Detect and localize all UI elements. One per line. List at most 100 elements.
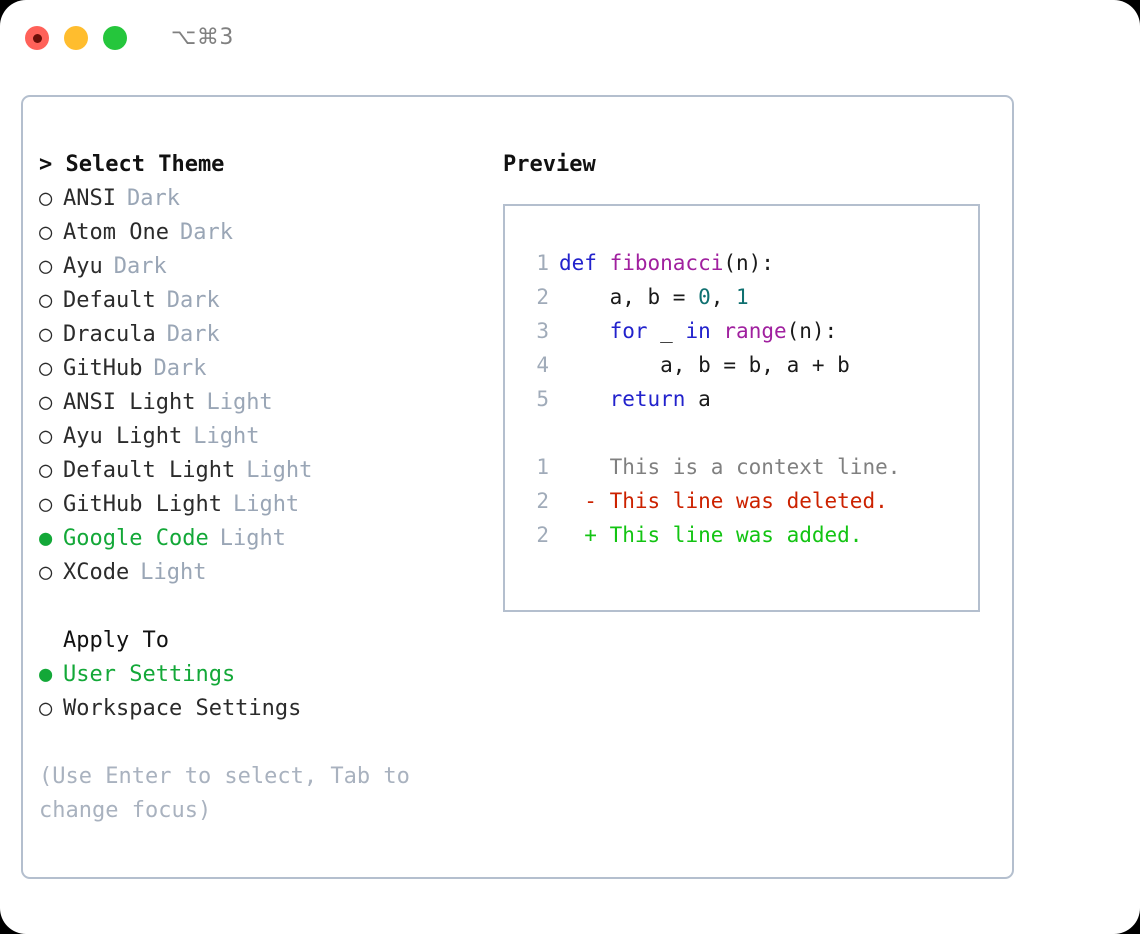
theme-option-label: Google Code bbox=[63, 526, 209, 551]
code-token-kw: for bbox=[609, 319, 648, 343]
diff-text: This line was added. bbox=[596, 523, 863, 547]
code-token-fn: fibonacci bbox=[609, 251, 724, 275]
keyboard-shortcut-label: ⌥⌘3 bbox=[171, 25, 234, 50]
apply-to-option-label: Workspace Settings bbox=[63, 696, 302, 721]
code-token-num: 1 bbox=[736, 285, 749, 309]
title-bar: ⌥⌘3 bbox=[0, 0, 1140, 76]
code-token-plain: a, b = b, a + b bbox=[559, 353, 850, 377]
theme-option-label: ANSI Light bbox=[63, 390, 196, 415]
theme-option-dracula[interactable]: ○ Dracula Dark bbox=[39, 318, 499, 352]
recording-indicator-icon bbox=[32, 33, 42, 43]
preview-heading: Preview bbox=[503, 152, 596, 177]
radio-unselected-icon: ○ bbox=[39, 356, 53, 381]
theme-option-ayu[interactable]: ○ Ayu Dark bbox=[39, 250, 499, 284]
diff-marker: + bbox=[559, 523, 597, 547]
radio-unselected-icon: ○ bbox=[39, 492, 53, 517]
theme-option-label: XCode bbox=[63, 560, 130, 585]
theme-option-label: GitHub Light bbox=[63, 492, 222, 517]
line-number: 4 bbox=[536, 353, 549, 377]
theme-variant-tag: Dark bbox=[166, 288, 220, 313]
theme-option-atom-one[interactable]: ○ Atom One Dark bbox=[39, 216, 499, 250]
line-number: 1 bbox=[536, 455, 549, 479]
close-button[interactable] bbox=[25, 26, 49, 50]
radio-selected-icon: ● bbox=[39, 526, 53, 551]
radio-unselected-icon: ○ bbox=[39, 458, 53, 483]
theme-option-google-code[interactable]: ● Google Code Light bbox=[39, 522, 499, 556]
radio-unselected-icon: ○ bbox=[39, 696, 53, 721]
radio-unselected-icon: ○ bbox=[39, 186, 53, 211]
line-number: 1 bbox=[536, 251, 549, 275]
radio-unselected-icon: ○ bbox=[39, 254, 53, 279]
line-number: 2 bbox=[536, 285, 549, 309]
code-line: 1 def fibonacci(n): bbox=[521, 246, 978, 280]
diff-text: This is a context line. bbox=[596, 455, 901, 479]
radio-unselected-icon: ○ bbox=[39, 288, 53, 313]
line-number: 3 bbox=[536, 319, 549, 343]
code-diff-gap bbox=[521, 416, 978, 450]
apply-to-option-user-settings[interactable]: ●User Settings bbox=[39, 658, 499, 692]
radio-unselected-icon: ○ bbox=[39, 322, 53, 347]
minimize-button[interactable] bbox=[64, 26, 88, 50]
line-number: 5 bbox=[536, 387, 549, 411]
diff-line-del: 2 - This line was deleted. bbox=[521, 484, 978, 518]
theme-option-github-light[interactable]: ○ GitHub Light Light bbox=[39, 488, 499, 522]
theme-option-label: Default Light bbox=[63, 458, 236, 483]
window-controls bbox=[25, 26, 127, 50]
code-token-fn: range bbox=[723, 319, 787, 343]
theme-variant-tag: Light bbox=[140, 560, 207, 585]
maximize-button[interactable] bbox=[103, 26, 127, 50]
code-line: 4 a, b = b, a + b bbox=[521, 348, 978, 382]
theme-variant-tag: Dark bbox=[126, 186, 180, 211]
theme-variant-tag: Dark bbox=[113, 254, 167, 279]
theme-variant-tag: Dark bbox=[179, 220, 233, 245]
radio-unselected-icon: ○ bbox=[39, 560, 53, 585]
apply-to-option-workspace-settings[interactable]: ○ Workspace Settings bbox=[39, 692, 499, 726]
theme-option-xcode[interactable]: ○ XCode Light bbox=[39, 556, 499, 590]
diff-line-ctx: 1 This is a context line. bbox=[521, 450, 978, 484]
theme-option-label: Ayu Light bbox=[63, 424, 183, 449]
code-token-plain: (n): bbox=[786, 319, 838, 343]
radio-unselected-icon: ○ bbox=[39, 220, 53, 245]
code-line: 2 a, b = 0, 1 bbox=[521, 280, 978, 314]
theme-option-label: Ayu bbox=[63, 254, 103, 279]
theme-option-ansi[interactable]: ○ ANSI Dark bbox=[39, 182, 499, 216]
theme-option-default[interactable]: ○ Default Dark bbox=[39, 284, 499, 318]
code-token-plain: a bbox=[685, 387, 711, 411]
select-theme-heading: > Select Theme bbox=[39, 152, 225, 177]
keyboard-hint-text: (Use Enter to select, Tab to change focu… bbox=[39, 764, 424, 823]
theme-variant-tag: Dark bbox=[166, 322, 220, 347]
theme-variant-tag: Light bbox=[193, 424, 260, 449]
code-token-plain bbox=[559, 382, 610, 416]
line-number: 2 bbox=[536, 489, 549, 513]
code-token-kw: in bbox=[685, 319, 711, 343]
code-token-plain: a, b = bbox=[559, 285, 699, 309]
theme-variant-tag: Light bbox=[219, 526, 286, 551]
diff-sample: 1 This is a context line.2 - This line w… bbox=[521, 450, 978, 552]
theme-option-label: Atom One bbox=[63, 220, 169, 245]
theme-option-label: ANSI bbox=[63, 186, 116, 211]
theme-option-label: Default bbox=[63, 288, 156, 313]
diff-line-add: 2 + This line was added. bbox=[521, 518, 978, 552]
theme-variant-tag: Light bbox=[232, 492, 300, 517]
theme-option-label: Dracula bbox=[63, 322, 156, 347]
code-token-plain bbox=[559, 314, 610, 348]
apply-to-heading: Apply To bbox=[63, 628, 169, 653]
code-token-plain: , bbox=[710, 285, 737, 309]
theme-option-label: GitHub bbox=[63, 356, 143, 381]
diff-marker bbox=[559, 450, 597, 484]
theme-variant-tag: Dark bbox=[153, 356, 207, 381]
code-token-num: 0 bbox=[698, 285, 711, 309]
theme-option-github[interactable]: ○ GitHub Dark bbox=[39, 352, 499, 386]
code-token-kw: def bbox=[559, 251, 610, 275]
theme-variant-tag: Light bbox=[206, 390, 273, 415]
code-token-plain: (n): bbox=[723, 251, 774, 275]
